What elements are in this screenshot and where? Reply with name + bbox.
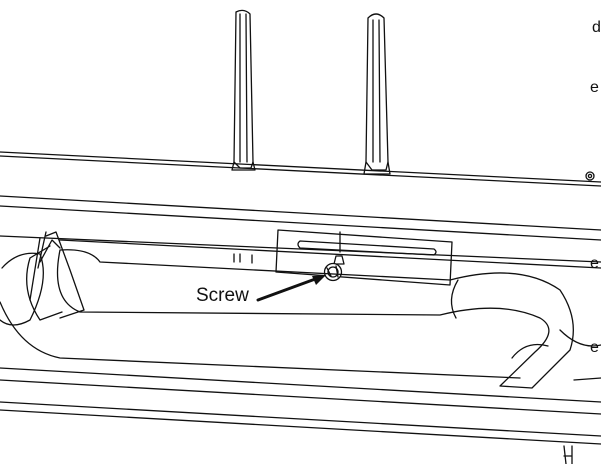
- callout-leader: [258, 275, 326, 300]
- leg: [564, 446, 572, 464]
- cropped-text: d: [592, 19, 601, 36]
- left-bracket: [40, 232, 84, 318]
- cropped-text: e: [590, 339, 599, 356]
- left-rail: [232, 10, 255, 170]
- screw: [325, 256, 345, 281]
- cropped-text: e: [590, 255, 599, 272]
- cropped-text: e: [590, 79, 599, 96]
- rear-rim: [0, 206, 601, 268]
- top-panel: [0, 152, 601, 230]
- right-rail: [364, 14, 390, 174]
- u-tube: [0, 232, 573, 388]
- hinge-parts: [234, 254, 252, 263]
- screw-callout-label: Screw: [196, 285, 249, 306]
- bracket-plate: [276, 230, 452, 285]
- tray: [0, 302, 601, 444]
